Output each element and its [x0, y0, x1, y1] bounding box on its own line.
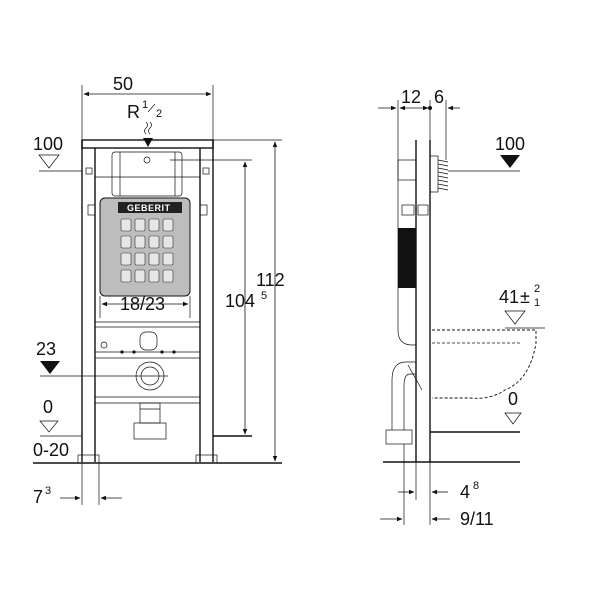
level-top-label: 100	[33, 134, 63, 154]
height-main-sup: 5	[261, 290, 267, 302]
side-bracket-2	[417, 204, 429, 216]
side-level-top-label: 100	[495, 134, 525, 154]
left-foot	[77, 454, 100, 464]
plate-grid-cell	[134, 235, 146, 249]
waste-outlet	[385, 429, 413, 445]
front-view: 50 R 1 2	[33, 74, 285, 507]
seat-tol-sign: ±	[520, 287, 530, 307]
seat-height-label: 41	[499, 287, 519, 307]
seat-tol-lower: 1	[534, 297, 540, 309]
side-bracket-1	[401, 204, 415, 216]
inlet-coupler	[429, 155, 439, 193]
waste-bracket	[407, 364, 423, 391]
waste-connector-top	[139, 331, 158, 351]
plate-grid-cell	[148, 252, 160, 266]
pipe-fraction-num: 1	[142, 99, 148, 111]
side-cistern-body	[397, 180, 416, 346]
height-main-label: 104	[225, 291, 255, 311]
bottom-dim-a-sup: 8	[473, 480, 479, 492]
top-dim-dot	[428, 106, 432, 110]
plate-grid-cell	[148, 235, 160, 249]
seat-tol-upper: 2	[534, 283, 540, 295]
side-cistern-dark	[398, 228, 416, 288]
top-dim-b: 6	[434, 87, 444, 107]
hole-2	[172, 350, 176, 354]
pipe-wave-icon	[144, 121, 148, 135]
pipe-fraction-den: 2	[156, 108, 162, 120]
waste-bend-outer	[391, 361, 416, 430]
plate-grid-cell	[148, 218, 160, 232]
side-view: 12 6 100 41 ± 2 1 0	[378, 87, 545, 529]
plate-grid-cell	[148, 269, 160, 283]
level-top-triangle-icon	[38, 154, 60, 169]
spacing-label: 18/23	[120, 294, 165, 314]
thread-ring	[437, 171, 449, 175]
level-mid-label: 23	[36, 339, 56, 359]
plate-grid-cell	[134, 218, 146, 232]
plate-grid-cell	[162, 218, 174, 232]
thread-ring	[437, 159, 449, 163]
thread-ring	[437, 187, 449, 191]
brand-label: GEBERIT	[127, 203, 171, 213]
side-level-top-triangle-icon	[500, 155, 520, 168]
bracket-left-lower	[87, 204, 96, 216]
bracket-right-lower	[199, 204, 208, 216]
width-label: 50	[113, 74, 133, 94]
anchor-hole	[100, 341, 108, 349]
right-foot	[195, 454, 218, 464]
thread-ring	[437, 163, 449, 167]
bottom-dim-a-label: 4	[460, 482, 470, 502]
drain-stub	[139, 402, 161, 424]
side-cistern-top	[397, 159, 417, 181]
thread-ring	[437, 167, 449, 171]
thread-ring	[437, 183, 449, 187]
waste-bend-inner	[403, 373, 416, 430]
drain-outlet	[133, 422, 167, 440]
level-mid-triangle-icon	[40, 361, 60, 374]
top-dim-a: 12	[401, 87, 421, 107]
toilet-bowl	[432, 329, 537, 399]
plate-grid-cell	[120, 252, 132, 266]
offset-label: 7	[33, 487, 43, 507]
hole-1	[120, 350, 124, 354]
plate-grid-cell	[162, 235, 174, 249]
inlet-thread	[437, 159, 449, 191]
bracket-left	[85, 167, 93, 175]
plate-grid-cell	[120, 269, 132, 283]
bracket-right	[202, 167, 210, 175]
seat-triangle-icon	[504, 310, 526, 325]
pipe-wave-icon-2	[148, 121, 152, 135]
plate-grid-cell	[120, 235, 132, 249]
pipe-fraction-slash	[147, 103, 156, 113]
bottom-dim-b-label: 9/11	[460, 509, 494, 529]
offset-sup: 3	[45, 485, 51, 497]
floor-range-label: 0-20	[33, 440, 69, 460]
plate-grid-cell	[120, 218, 132, 232]
plate-grid	[120, 218, 174, 283]
side-level-zero-label: 0	[508, 389, 518, 409]
cistern-top	[111, 151, 183, 197]
height-total-label: 112	[256, 270, 285, 290]
level-zero-label: 0	[43, 397, 53, 417]
thread-ring	[437, 175, 449, 179]
side-level-zero-triangle-icon	[504, 412, 522, 425]
level-zero-triangle-icon	[39, 420, 59, 433]
plate-grid-cell	[162, 269, 174, 283]
hole-3	[132, 350, 136, 354]
plate-grid-cell	[162, 252, 174, 266]
inlet-marker	[143, 156, 151, 164]
hole-4	[160, 350, 164, 354]
brand-bar	[118, 202, 182, 213]
pipe-label-base: R	[127, 102, 140, 122]
plate-grid-cell	[134, 252, 146, 266]
thread-ring	[437, 179, 449, 183]
plate-grid-cell	[134, 269, 146, 283]
